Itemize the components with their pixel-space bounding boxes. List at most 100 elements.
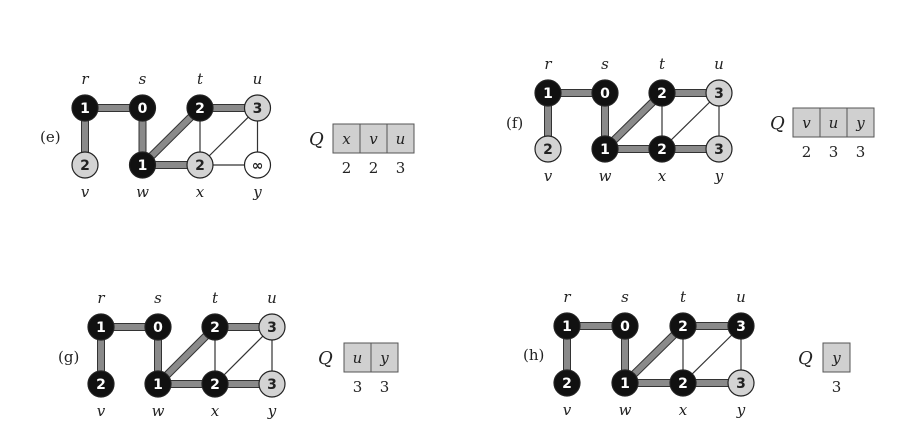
vertex-label: w (619, 401, 632, 419)
queue-cell-vertex: v (802, 114, 811, 132)
vertex-r (553, 312, 581, 340)
queue-cell (343, 342, 372, 373)
panel-label: (g) (58, 348, 79, 366)
queue-cell-distance: 3 (380, 378, 390, 396)
vertex-distance: 1 (600, 142, 610, 158)
queue-cell-vertex: y (379, 349, 389, 367)
vertex-distance: 3 (714, 86, 724, 102)
vertex-label: v (97, 402, 106, 420)
panel-label: (f) (506, 114, 523, 132)
vertex-s (128, 94, 157, 122)
vertex-distance: 1 (620, 376, 630, 392)
vertex-label: u (736, 288, 746, 306)
queue-symbol: Q (309, 129, 324, 150)
vertex-v (534, 135, 562, 163)
vertex-r (87, 313, 115, 341)
queue-cell-vertex: u (396, 130, 406, 148)
vertex-t (669, 312, 697, 340)
vertex-label: w (136, 183, 149, 201)
queue-cell-distance: 3 (829, 143, 839, 161)
vertex-u (705, 79, 733, 107)
vertex-v (71, 151, 99, 179)
vertex-u (727, 312, 755, 340)
vertex-r (534, 79, 562, 107)
vertex-y (243, 151, 272, 179)
queue-cell-distance: 3 (832, 378, 842, 396)
vertex-w (611, 369, 639, 397)
vertex-distance: 0 (138, 101, 148, 117)
vertex-label: s (621, 288, 629, 306)
queue-symbol: Q (770, 113, 785, 134)
vertex-distance: 2 (195, 158, 205, 174)
vertex-label: y (252, 183, 262, 201)
vertex-distance: 2 (543, 142, 553, 158)
queue-cell-vertex: u (353, 349, 363, 367)
panel-label: (h) (523, 346, 544, 364)
vertex-label: r (563, 288, 571, 306)
vertex-s (144, 313, 172, 341)
vertex-y (258, 370, 286, 398)
queue-cell (386, 123, 415, 154)
vertex-y (727, 369, 755, 397)
vertex-x (648, 135, 676, 163)
queue-cell-vertex: x (342, 130, 351, 148)
vertex-label: y (736, 401, 746, 419)
vertex-label: v (563, 401, 572, 419)
queue-cell (792, 107, 821, 138)
vertex-label: r (544, 55, 552, 73)
queue-cell-distance: 2 (369, 159, 379, 177)
vertex-label: x (211, 402, 220, 420)
vertex-distance: 2 (562, 376, 572, 392)
vertex-distance: 2 (657, 86, 667, 102)
vertex-label: v (81, 183, 90, 201)
vertex-distance: 0 (600, 86, 610, 102)
vertex-label: t (680, 288, 687, 306)
vertex-label: v (544, 167, 553, 185)
vertex-distance: 2 (678, 376, 688, 392)
vertex-label: y (267, 402, 277, 420)
queue-cell-distance: 3 (856, 143, 866, 161)
vertex-label: x (196, 183, 205, 201)
queue-cell (370, 342, 399, 373)
vertex-w (144, 370, 172, 398)
vertex-distance: 2 (210, 377, 220, 393)
panel-label: (e) (40, 128, 61, 146)
queue-cell-distance: 2 (802, 143, 812, 161)
vertex-v (87, 370, 115, 398)
vertex-label: t (212, 289, 219, 307)
queue-symbol: Q (318, 348, 333, 369)
queue-cell (359, 123, 388, 154)
vertex-t (201, 313, 229, 341)
vertex-label: w (599, 167, 612, 185)
vertex-label: s (154, 289, 162, 307)
vertex-label: u (253, 70, 263, 88)
vertex-distance: 2 (195, 101, 205, 117)
vertex-distance: 1 (543, 86, 553, 102)
queue-cell (822, 342, 851, 373)
vertex-x (186, 151, 214, 179)
vertex-distance: 2 (96, 377, 106, 393)
vertex-v (553, 369, 581, 397)
vertex-distance: 2 (80, 158, 90, 174)
vertex-distance: 1 (562, 319, 572, 335)
vertex-u (258, 313, 286, 341)
vertex-x (201, 370, 229, 398)
vertex-distance: 0 (620, 319, 630, 335)
vertex-distance: 3 (714, 142, 724, 158)
vertex-x (669, 369, 697, 397)
queue-cell (819, 107, 848, 138)
vertex-distance: 3 (736, 319, 746, 335)
vertex-s (611, 312, 639, 340)
vertex-y (705, 135, 733, 163)
vertex-distance: 3 (253, 101, 263, 117)
queue-cell (846, 107, 875, 138)
queue-symbol: Q (798, 348, 813, 369)
